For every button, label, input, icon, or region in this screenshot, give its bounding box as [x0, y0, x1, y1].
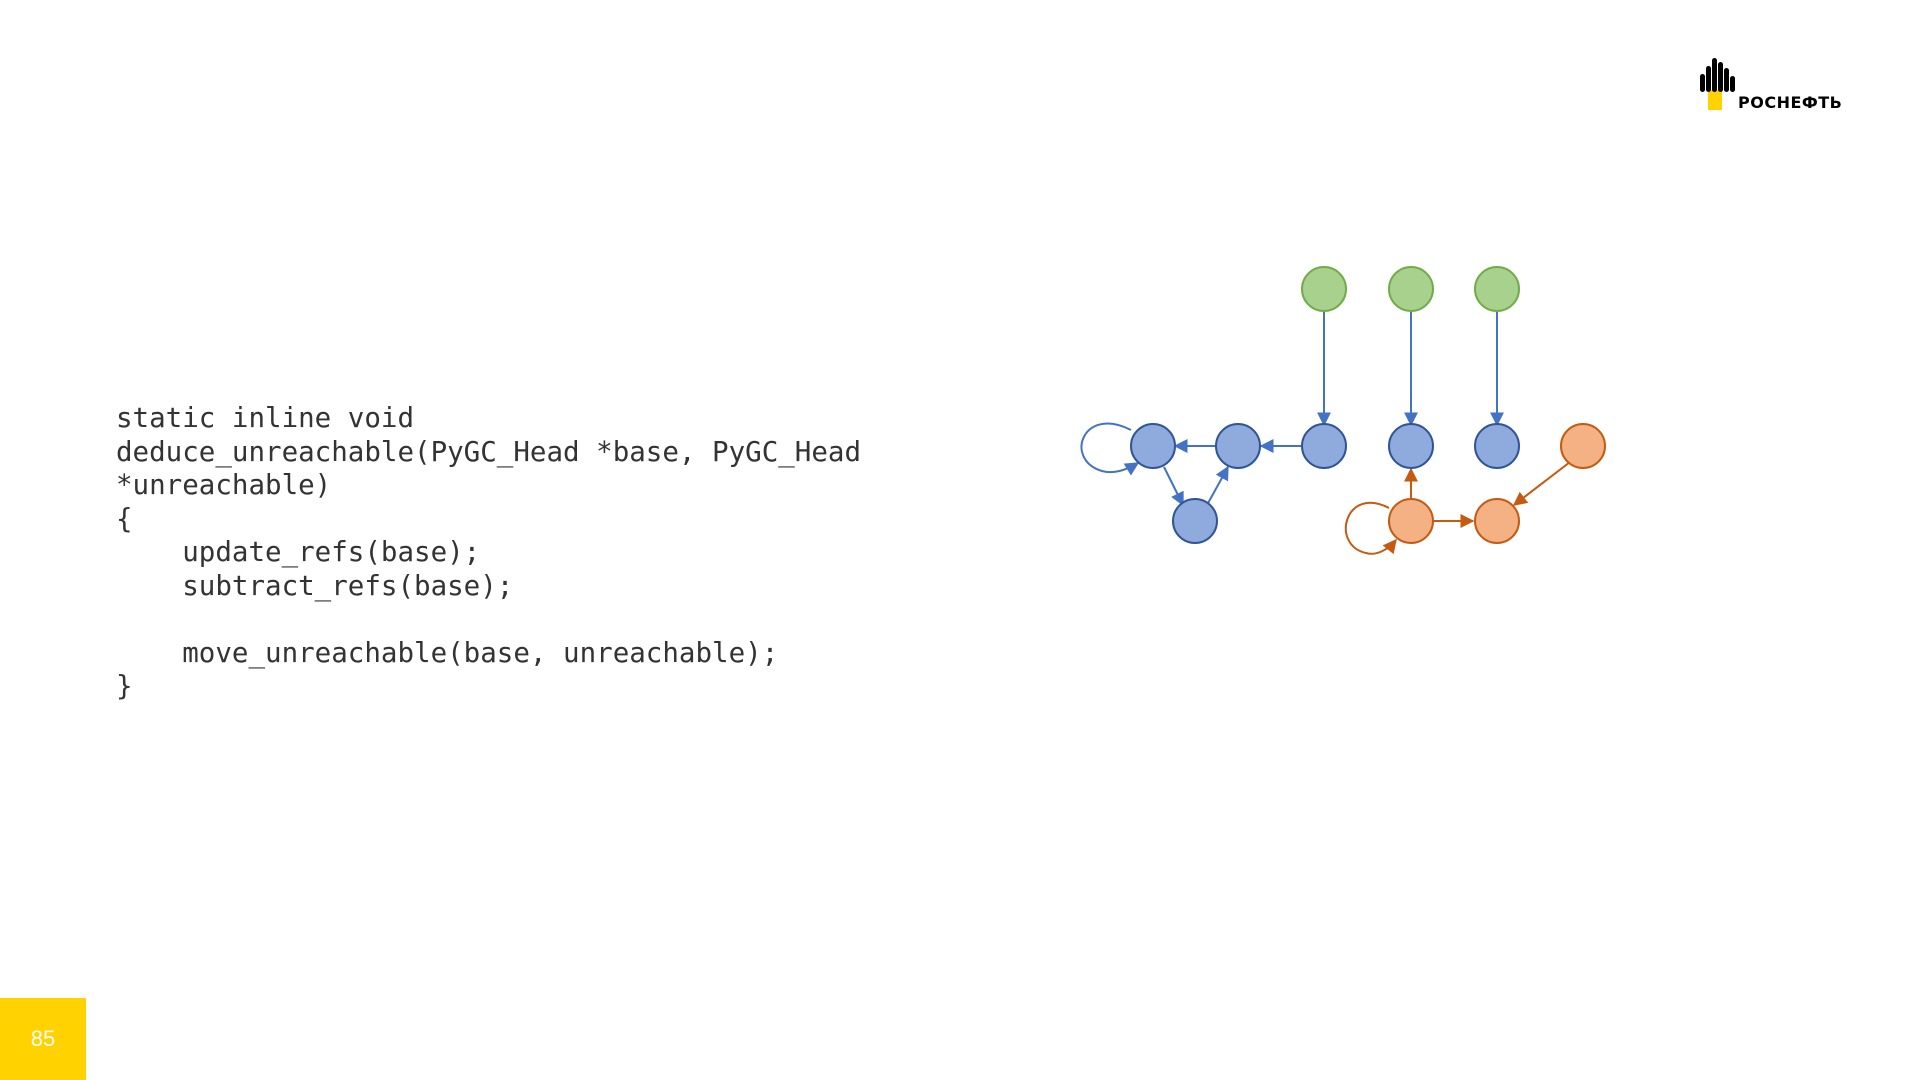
root-node	[1388, 266, 1434, 312]
code-line: update_refs(base);	[116, 536, 481, 568]
edge-b1-to-b6	[1163, 466, 1184, 507]
root-node	[1474, 266, 1520, 312]
code-line	[116, 603, 861, 637]
code-line: {	[116, 502, 133, 535]
reachable-node	[1172, 498, 1218, 544]
rosneft-logo-icon	[1700, 58, 1735, 110]
edge-b6-to-b2	[1206, 465, 1229, 506]
page-number: 85	[30, 1026, 56, 1051]
gc-reference-graph	[1080, 266, 1606, 555]
code-line: subtract_refs(base);	[116, 569, 514, 602]
reachable-node	[1474, 423, 1520, 469]
edge-o1-self-loop	[1344, 501, 1397, 555]
unreachable-node	[1388, 498, 1434, 544]
reachable-node	[1301, 423, 1347, 469]
code-line: }	[116, 670, 133, 702]
unreachable-node	[1474, 498, 1520, 544]
edge-o3-to-o2	[1512, 461, 1571, 506]
logo-text: РОСНЕФТЬ	[1738, 93, 1843, 112]
rosneft-logo: РОСНЕФТЬ	[1700, 56, 1870, 114]
reachable-node	[1215, 423, 1261, 469]
reachable-node	[1130, 423, 1176, 469]
code-line: move_unreachable(base, unreachable);	[116, 636, 779, 669]
page-number-badge: 85	[0, 998, 86, 1080]
root-node	[1301, 266, 1347, 312]
reachable-node	[1388, 423, 1434, 469]
code-line: static inline void	[116, 402, 415, 434]
code-line: *unreachable)	[116, 469, 332, 501]
edge-b1-self-loop	[1080, 422, 1140, 476]
code-line: deduce_unreachable(PyGC_Head *base, PyGC…	[116, 435, 862, 468]
unreachable-node	[1560, 423, 1606, 469]
